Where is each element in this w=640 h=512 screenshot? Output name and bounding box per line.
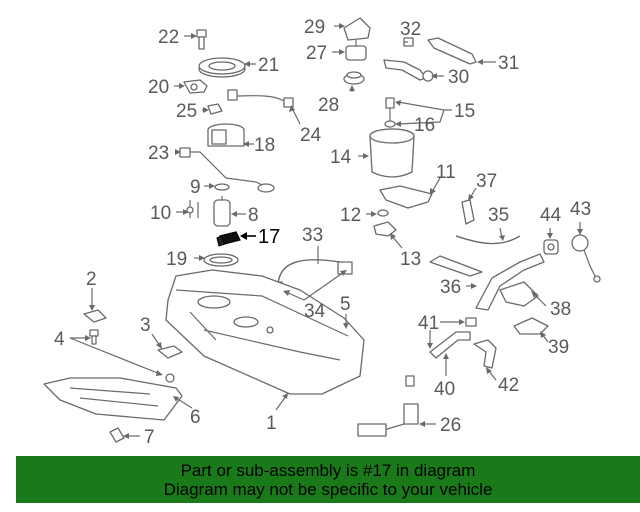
callout-35[interactable]: 35 (488, 205, 509, 226)
callout-labels: 1 2 3 4 5 6 7 8 9 10 11 12 13 14 15 16 1… (54, 17, 591, 448)
callout-6[interactable]: 6 (190, 407, 201, 428)
part-7-bolt[interactable] (109, 427, 125, 443)
part-drawings (43, 17, 601, 443)
callout-21[interactable]: 21 (258, 55, 279, 76)
callout-43[interactable]: 43 (570, 199, 591, 220)
part-4-bolt[interactable] (89, 329, 99, 345)
callout-37[interactable]: 37 (476, 171, 497, 192)
callout-44[interactable]: 44 (540, 205, 562, 226)
callout-24[interactable]: 24 (300, 125, 322, 146)
part-25-connector[interactable] (207, 103, 223, 115)
part-41-clamp[interactable] (465, 317, 477, 327)
part-2-clip[interactable] (83, 309, 107, 323)
callout-22[interactable]: 22 (158, 27, 179, 48)
parts-diagram: 1 2 3 4 5 6 7 8 9 10 11 12 13 14 15 16 1… (43, 17, 601, 448)
banner-line-disclaimer: Diagram may not be specific to your vehi… (163, 480, 493, 499)
callout-4[interactable]: 4 (54, 329, 65, 350)
callout-9[interactable]: 9 (190, 177, 201, 198)
part-40-hose[interactable] (429, 331, 471, 359)
callout-42[interactable]: 42 (498, 375, 519, 396)
part-15-valve[interactable] (384, 97, 396, 128)
part-12-nut[interactable] (377, 209, 389, 217)
part-42-hose[interactable] (473, 339, 497, 369)
callout-5[interactable]: 5 (340, 294, 351, 315)
callout-16[interactable]: 16 (414, 115, 435, 136)
callout-23[interactable]: 23 (148, 143, 169, 164)
callout-34[interactable]: 34 (304, 301, 326, 322)
callout-39[interactable]: 39 (548, 337, 569, 358)
part-39-bracket[interactable] (513, 317, 549, 335)
part-9-clamp[interactable] (214, 183, 230, 191)
part-10-wire[interactable] (186, 200, 199, 218)
part-13-mount[interactable] (373, 221, 397, 237)
callout-28[interactable]: 28 (318, 95, 339, 116)
leader-lines (69, 23, 583, 439)
part-6-skid-plate[interactable] (43, 373, 183, 421)
part-3-bracket[interactable] (157, 345, 183, 359)
part-26-sensor[interactable] (357, 375, 419, 437)
info-banner: Part or sub-assembly is #17 in diagram D… (16, 456, 640, 503)
callout-10[interactable]: 10 (150, 203, 171, 224)
callout-25[interactable]: 25 (176, 101, 197, 122)
part-29-cap[interactable] (343, 17, 371, 41)
part-37-bracket[interactable] (461, 199, 475, 225)
callout-14[interactable]: 14 (330, 147, 352, 168)
part-18-bracket[interactable] (207, 123, 245, 147)
callout-11[interactable]: 11 (436, 162, 456, 183)
callout-12[interactable]: 12 (340, 205, 361, 226)
callout-36[interactable]: 36 (440, 277, 461, 298)
callout-29[interactable]: 29 (304, 17, 325, 38)
callout-38[interactable]: 38 (550, 299, 571, 320)
callout-33[interactable]: 33 (302, 225, 323, 246)
banner-line-part: Part or sub-assembly is #17 in diagram (180, 461, 476, 480)
callout-19[interactable]: 19 (166, 249, 187, 270)
part-31-hose[interactable] (427, 37, 477, 65)
callout-40[interactable]: 40 (434, 379, 455, 400)
callout-13[interactable]: 13 (400, 249, 421, 270)
part-35-pipe[interactable] (455, 235, 521, 245)
part-1-fuel-tank[interactable] (165, 269, 365, 395)
part-22-bolt[interactable] (196, 29, 207, 50)
part-38-bracket[interactable] (499, 281, 539, 307)
part-20-clip[interactable] (183, 79, 208, 94)
callout-2[interactable]: 2 (86, 269, 97, 290)
part-28-grommet[interactable] (343, 71, 365, 85)
part-27-valve[interactable] (345, 40, 367, 61)
part-24-harness[interactable] (227, 89, 294, 108)
callout-20[interactable]: 20 (148, 77, 169, 98)
part-44-grommet[interactable] (543, 239, 559, 255)
part-30-hose[interactable] (383, 59, 434, 82)
part-19-gasket[interactable] (203, 253, 239, 267)
callout-8[interactable]: 8 (248, 205, 259, 226)
callout-31[interactable]: 31 (498, 53, 519, 74)
part-17-filter[interactable] (216, 231, 241, 247)
part-21-ring[interactable] (198, 57, 246, 78)
part-11-bracket[interactable] (379, 185, 433, 209)
part-43-cap[interactable] (571, 234, 601, 283)
callout-3[interactable]: 3 (140, 315, 151, 336)
callout-41[interactable]: 41 (418, 313, 439, 334)
callout-17[interactable]: 17 (258, 226, 280, 248)
part-8-pump[interactable] (213, 196, 231, 227)
callout-7[interactable]: 7 (144, 427, 155, 448)
callout-1[interactable]: 1 (266, 413, 277, 434)
part-14-canister[interactable] (369, 128, 415, 178)
callout-15[interactable]: 15 (454, 101, 475, 122)
callout-30[interactable]: 30 (448, 67, 469, 88)
callout-26[interactable]: 26 (440, 415, 461, 436)
callout-27[interactable]: 27 (306, 43, 327, 64)
part-36-filler-pipe[interactable] (429, 253, 545, 311)
callout-18[interactable]: 18 (254, 135, 275, 156)
callout-32[interactable]: 32 (400, 19, 421, 40)
part-23-gauge[interactable] (179, 147, 275, 193)
